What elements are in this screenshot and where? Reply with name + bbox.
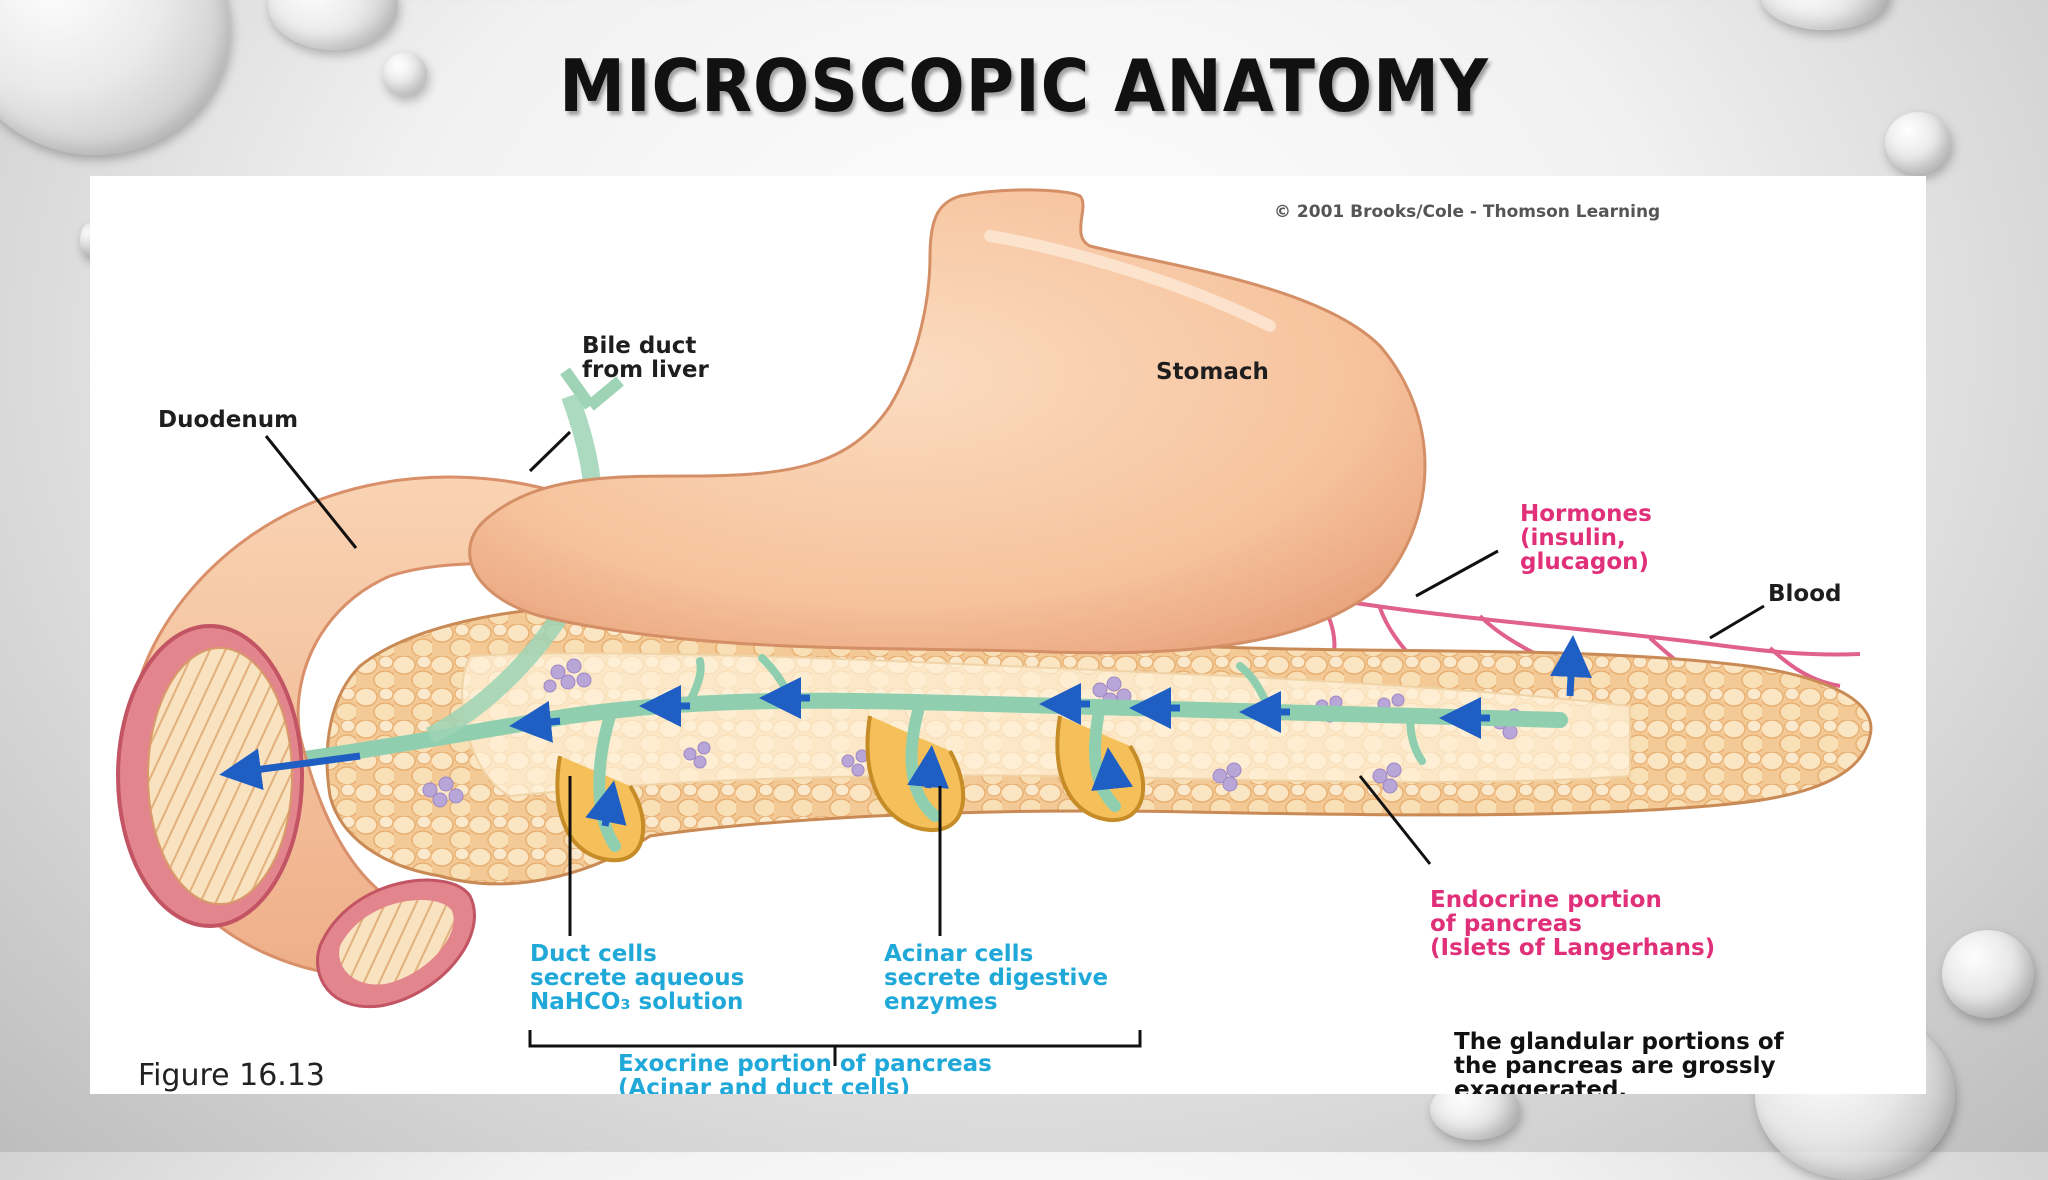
- label-bile-duct-line1: Bile duct: [582, 333, 697, 359]
- water-drop-decoration: [383, 52, 427, 96]
- figure-number: Figure 16.13: [138, 1058, 326, 1093]
- note-line3: exaggerated.: [1454, 1077, 1628, 1094]
- label-hormones-line2: (insulin,: [1520, 525, 1626, 552]
- label-endocrine-line3: (Islets of Langerhans): [1430, 935, 1716, 962]
- label-duct-cells-line3: NaHCO₃ solution: [530, 989, 744, 1016]
- water-drop-decoration: [268, 0, 398, 50]
- label-duct-cells-line1: Duct cells: [530, 941, 657, 967]
- duodenum-lumen-folds: [147, 647, 293, 905]
- label-endocrine-line1: Endocrine portion: [1430, 887, 1662, 913]
- water-drop-decoration: [1885, 112, 1951, 174]
- label-blood: Blood: [1768, 581, 1842, 607]
- label-bile-duct: Bile duct from liver: [582, 334, 709, 382]
- label-endocrine-portion: Endocrine portion of pancreas (Islets of…: [1430, 887, 1716, 962]
- label-acinar-cells-line1: Acinar cells: [884, 941, 1034, 967]
- label-hormones-line1: Hormones: [1520, 501, 1652, 527]
- anatomy-figure: © 2001 Brooks/Cole - Thomson Learning Bi…: [90, 176, 1926, 1094]
- bile-duct-branch: [560, 367, 624, 411]
- water-drop-decoration: [1942, 930, 2034, 1018]
- label-endocrine-line2: of pancreas: [1430, 911, 1582, 938]
- note-line2: the pancreas are grossly: [1454, 1053, 1776, 1080]
- stomach-highlight: [984, 230, 1276, 332]
- note-line1: The glandular portions of: [1454, 1029, 1784, 1055]
- label-hormones-line3: glucagon): [1520, 549, 1650, 576]
- slide-title: MICROSCOPIC ANATOMY: [559, 44, 1489, 128]
- label-stomach: Stomach: [1156, 359, 1269, 385]
- label-acinar-cells: Acinar cells secrete digestive enzymes: [884, 941, 1109, 1016]
- pancreas-illustration: [116, 188, 1873, 1066]
- label-bile-duct-line2: from liver: [582, 357, 709, 384]
- label-acinar-cells-line3: enzymes: [884, 989, 998, 1016]
- water-drop-decoration: [1760, 0, 1890, 30]
- label-exocrine-line1: Exocrine portion of pancreas: [618, 1051, 992, 1077]
- label-duct-cells: Duct cells secrete aqueous NaHCO₃ soluti…: [530, 941, 745, 1016]
- copyright-notice: © 2001 Brooks/Cole - Thomson Learning: [1274, 202, 1661, 222]
- label-acinar-cells-line2: secrete digestive: [884, 965, 1109, 992]
- label-exocrine-line2: (Acinar and duct cells): [618, 1075, 911, 1094]
- label-hormones: Hormones (insulin, glucagon): [1520, 501, 1652, 576]
- label-leader-lines: [264, 430, 1765, 1066]
- label-exocrine-portion: Exocrine portion of pancreas (Acinar and…: [618, 1052, 992, 1094]
- secretion-flow-arrows: [219, 635, 1592, 827]
- note-exaggeration: The glandular portions of the pancreas a…: [1454, 1030, 1784, 1094]
- label-duct-cells-line2: secrete aqueous: [530, 965, 745, 992]
- label-duodenum: Duodenum: [158, 407, 299, 433]
- duodenum-lower-lumen: [339, 900, 454, 985]
- stomach: [468, 188, 1427, 655]
